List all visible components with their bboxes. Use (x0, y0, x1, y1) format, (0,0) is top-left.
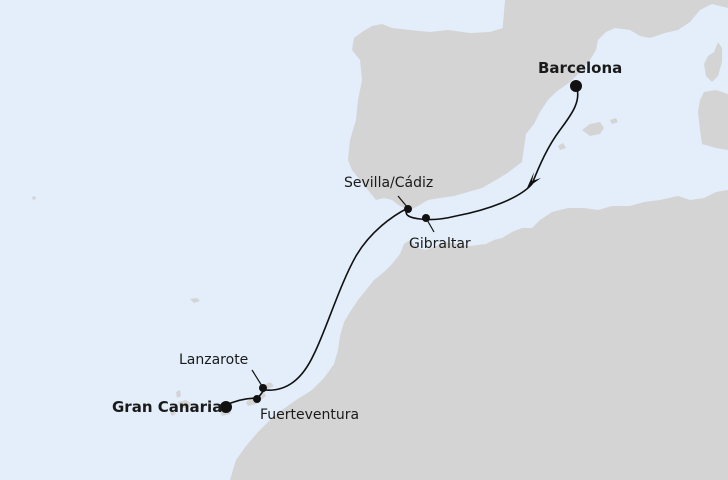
land-africa (230, 190, 728, 480)
land-corsica (704, 42, 722, 82)
land-iberia (348, 0, 598, 210)
route-line (223, 85, 579, 407)
port-dot-barcelona[interactable] (570, 80, 582, 92)
land-la-gomera (170, 410, 176, 416)
port-label-barcelona: Barcelona (538, 59, 623, 77)
land-tenerife (178, 400, 192, 408)
land-mallorca (582, 122, 604, 136)
land-menorca (610, 118, 618, 124)
port-dot-gran-canaria[interactable] (220, 401, 232, 413)
port-label-sevilla-cadiz: Sevilla/Cádiz (344, 175, 434, 191)
land-madeira (190, 298, 200, 303)
leader-lanzarote (251, 369, 263, 387)
land-sardinia (698, 90, 728, 150)
port-label-lanzarote: Lanzarote (179, 352, 249, 368)
port-dot-fuerteventura[interactable] (253, 395, 261, 403)
port-dot-lanzarote[interactable] (259, 384, 267, 392)
port-dot-sevilla[interactable] (404, 205, 412, 213)
port-label-gibraltar: Gibraltar (409, 236, 471, 252)
port-label-gran-canaria: Gran Canaria (112, 398, 223, 416)
port-dot-gibraltar[interactable] (422, 214, 430, 222)
arrowhead-icon (527, 172, 541, 188)
port-label-fuerteventura: Fuerteventura (260, 407, 360, 423)
land-porto-santo (32, 196, 36, 200)
land-la-palma (176, 390, 181, 398)
land-ibiza (558, 143, 566, 150)
